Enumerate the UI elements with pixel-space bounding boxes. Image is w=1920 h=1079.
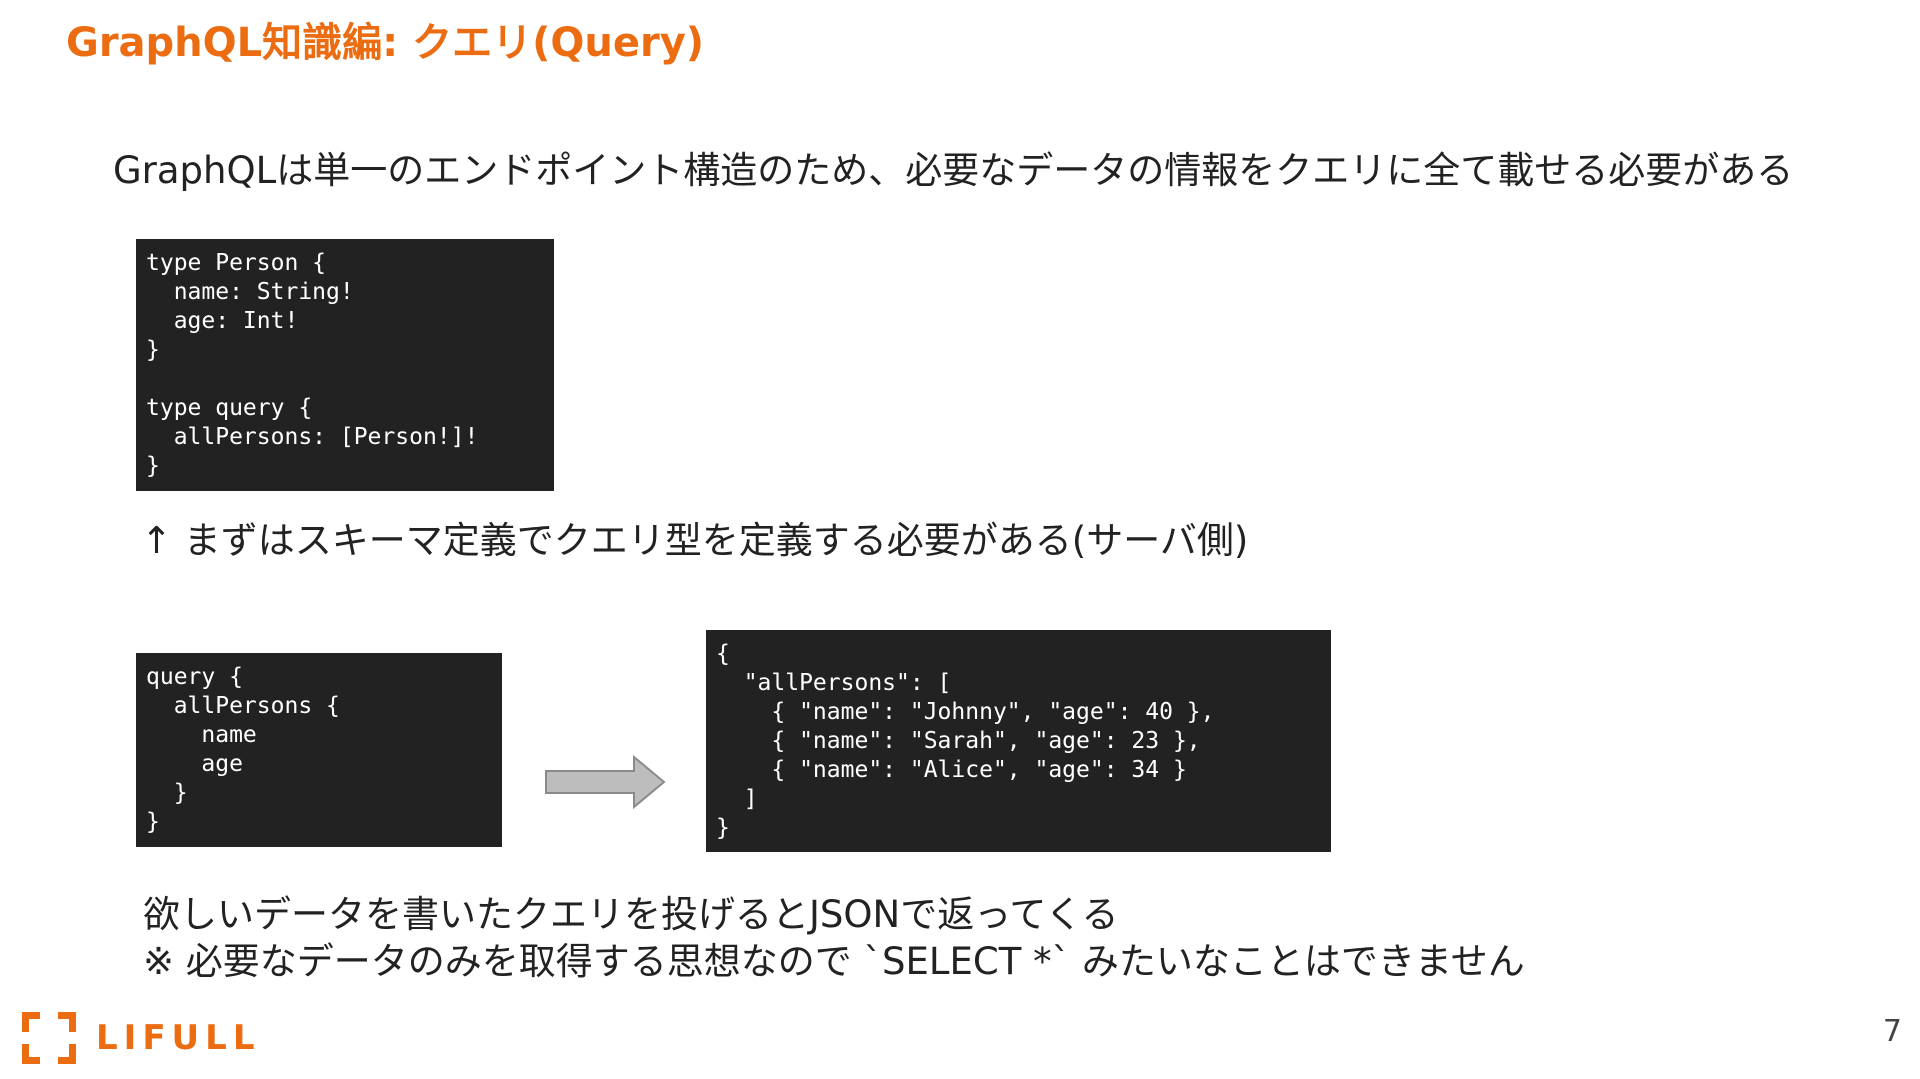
page-number: 7	[1882, 1014, 1902, 1049]
note-json-response: 欲しいデータを書いたクエリを投げるとJSONで返ってくる	[143, 893, 1119, 936]
lead-text: GraphQLは単一のエンドポイント構造のため、必要なデータの情報をクエリに全て…	[113, 149, 1794, 192]
query-code-text: query { allPersons { name age } }	[146, 664, 340, 835]
slide-title: GraphQL知識編: クエリ(Query)	[66, 20, 705, 66]
logo-text: LIFULL	[96, 1018, 261, 1058]
query-code-block: query { allPersons { name age } }	[136, 653, 502, 847]
right-arrow-icon	[545, 754, 666, 810]
response-code-block: { "allPersons": [ { "name": "Johnny", "a…	[706, 630, 1331, 852]
note-no-select-all: ※ 必要なデータのみを取得する思想なので `SELECT *` みたいなことはで…	[143, 940, 1525, 983]
schema-code-block: type Person { name: String! age: Int! } …	[136, 239, 554, 491]
bracket-logo-icon	[22, 1012, 76, 1064]
schema-code-text: type Person { name: String! age: Int! } …	[146, 250, 479, 479]
schema-caption: ↑ まずはスキーマ定義でクエリ型を定義する必要がある(サーバ側)	[141, 519, 1249, 562]
response-code-text: { "allPersons": [ { "name": "Johnny", "a…	[716, 641, 1215, 841]
lifull-logo: LIFULL	[20, 1010, 260, 1066]
